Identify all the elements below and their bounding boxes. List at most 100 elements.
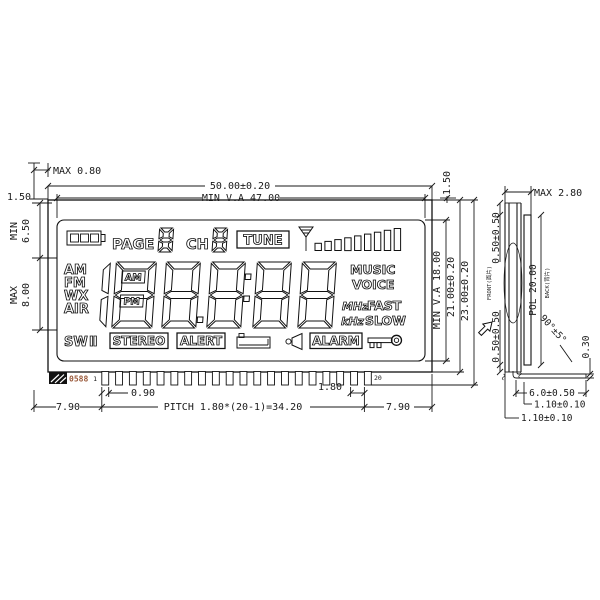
digit-segment <box>190 262 201 295</box>
dim-tick <box>44 182 52 190</box>
signal-bar <box>334 239 342 252</box>
digit-segment <box>144 295 155 328</box>
am-label: AM <box>124 273 142 284</box>
dim-margin-right: 7.90 <box>386 402 410 413</box>
dim-tick <box>586 374 594 382</box>
dim-va-width: MIN V.A 47.00 <box>202 193 280 204</box>
dim-tick <box>428 403 436 411</box>
glass-ellipse-mark <box>503 242 523 324</box>
digit-segment <box>111 320 152 329</box>
connector-pins <box>101 371 372 386</box>
page-ch-digits <box>157 227 229 253</box>
digit-segment <box>146 262 157 295</box>
digit-segment <box>167 240 174 252</box>
dim-total-width: 50.00±0.20 <box>210 181 270 192</box>
page-label: PAGE <box>112 237 154 253</box>
front-direction-arrow <box>477 321 493 337</box>
dim-total-height: 23.00±0.20 <box>460 261 471 321</box>
digit-segment <box>212 228 218 240</box>
signal-bar <box>354 235 362 251</box>
dim-overhang-top: 0.50±0.50 <box>491 212 502 264</box>
digit-segment <box>221 240 228 252</box>
digit-segment <box>101 262 111 295</box>
pin <box>128 371 137 386</box>
dim-tick <box>496 368 504 376</box>
dim-left-150: 1.50 <box>7 192 31 203</box>
digit-segment <box>302 261 337 270</box>
dim-tick <box>36 326 44 334</box>
music-label: MUSIC <box>350 262 395 277</box>
dim-pin-d1: 1.10±0.10 <box>534 400 586 411</box>
digit-segment <box>297 295 308 328</box>
pin <box>225 371 234 386</box>
signal-bar <box>364 233 372 252</box>
alarm-box <box>309 332 363 350</box>
dim-tick <box>44 166 52 174</box>
pin <box>211 371 220 386</box>
tune-box <box>236 230 290 249</box>
battery-icon <box>66 230 106 246</box>
dim-min-label: MIN <box>9 222 20 240</box>
dim-min-value: 6.50 <box>21 219 32 243</box>
dim-tick <box>501 188 509 196</box>
digit-segment <box>254 262 265 295</box>
digit-segment <box>116 261 157 270</box>
ch-label: CH <box>186 237 209 253</box>
digit-segment <box>222 228 229 240</box>
pin <box>308 371 317 386</box>
front-side-label: FRONT(面片) <box>485 266 493 300</box>
pin <box>253 371 262 386</box>
digit-segment <box>168 228 175 240</box>
digit-segment <box>235 262 246 295</box>
digit-segment <box>257 261 292 270</box>
dim-pin-width: 0.90 <box>131 388 155 399</box>
dim-tick <box>496 361 504 369</box>
pin <box>281 371 289 386</box>
digit-segment <box>252 295 263 328</box>
pm-box <box>119 294 145 308</box>
dim-pin-d2: 1.10±0.10 <box>521 413 573 424</box>
dim-tick <box>98 389 106 397</box>
logo-code: 0588 <box>69 375 88 384</box>
digit-segment <box>233 295 244 328</box>
dim-tick <box>30 166 38 174</box>
dim-max-value: 8.00 <box>21 283 32 307</box>
logo-icon <box>49 372 67 384</box>
pin <box>198 371 206 386</box>
dim-tick <box>442 357 450 365</box>
pm-label: PM <box>123 297 140 308</box>
dim-pin-thickness: 0.30 <box>581 335 592 358</box>
dim-max-thickness: MAX 2.80 <box>534 188 582 199</box>
antenna-icon <box>298 226 314 251</box>
band-wx: WX <box>64 289 88 304</box>
pin <box>336 371 345 386</box>
dim-tick <box>527 188 535 196</box>
digit-segment <box>297 320 332 329</box>
pin <box>294 371 303 386</box>
digit-segment <box>300 291 334 299</box>
key-icon <box>367 334 403 349</box>
dim-tick <box>470 381 478 389</box>
dim-max-label: MAX <box>9 286 20 304</box>
khz-label: kHz <box>341 315 365 328</box>
dim-tick <box>361 403 368 411</box>
pin-first-label: 1 <box>93 375 97 383</box>
colon-dot-top <box>244 273 252 280</box>
signal-bar <box>344 237 352 252</box>
stereo-label: STEREO <box>113 334 166 348</box>
am-box <box>120 270 146 284</box>
digit-segment <box>188 295 199 328</box>
signal-bar <box>393 228 402 251</box>
digit-segment <box>158 247 172 253</box>
digit-segment <box>255 291 289 299</box>
dim-tick <box>496 211 504 219</box>
digit-segment <box>209 291 243 299</box>
dimension-lines <box>28 162 594 419</box>
dim-tick <box>456 368 464 376</box>
dim-tick <box>36 199 44 207</box>
voice-label: VOICE <box>352 277 394 292</box>
speaker-icon <box>285 332 303 351</box>
dim-tick <box>361 389 368 397</box>
dim-tick <box>30 403 38 411</box>
dim-tick <box>496 199 504 207</box>
